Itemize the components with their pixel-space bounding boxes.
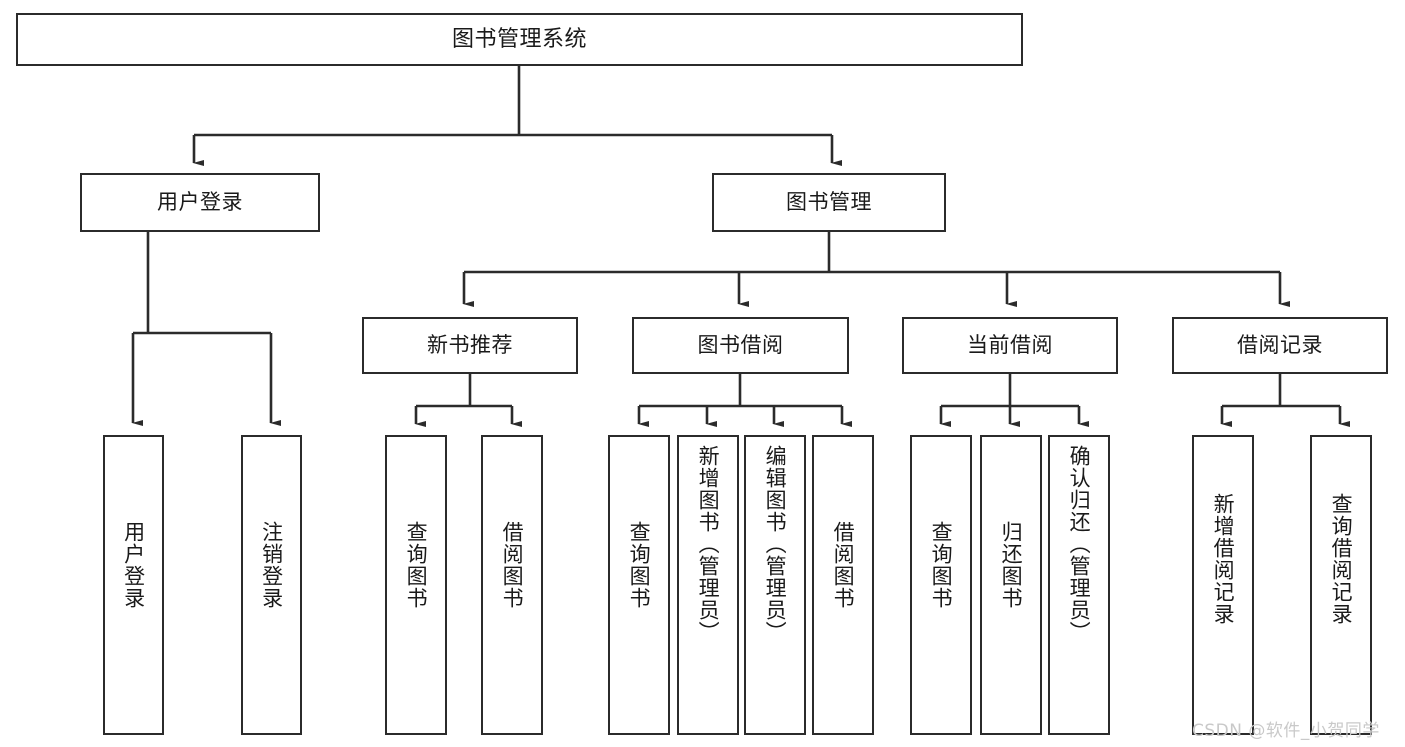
node-book-borrowing[interactable]: 图书借阅 bbox=[632, 317, 849, 374]
leaf-return-book[interactable]: 归还图书 bbox=[980, 435, 1042, 735]
node-label: 当前借阅 bbox=[967, 333, 1053, 358]
leaf-query-borrow-record[interactable]: 查询借阅记录 bbox=[1310, 435, 1372, 735]
node-label: 图书管理 bbox=[786, 190, 872, 215]
leaf-add-borrow-record[interactable]: 新增借阅记录 bbox=[1192, 435, 1254, 735]
node-label: 用户登录 bbox=[157, 190, 243, 215]
node-label: 查询图书 bbox=[929, 521, 954, 609]
leaf-logout[interactable]: 注销登录 bbox=[241, 435, 302, 735]
node-root-book-management-system[interactable]: 图书管理系统 bbox=[16, 13, 1023, 66]
node-label: 新增图书（管理员） bbox=[696, 445, 721, 643]
node-label: 图书管理系统 bbox=[451, 26, 587, 52]
leaf-confirm-return-admin[interactable]: 确认归还（管理员） bbox=[1048, 435, 1110, 735]
node-label: 归还图书 bbox=[999, 521, 1024, 609]
node-label: 借阅记录 bbox=[1237, 333, 1323, 358]
node-user-login[interactable]: 用户登录 bbox=[80, 173, 320, 232]
node-label: 新书推荐 bbox=[427, 333, 513, 358]
csdn-watermark: CSDN @软件_小贺同学 bbox=[1192, 721, 1380, 741]
node-book-management[interactable]: 图书管理 bbox=[712, 173, 946, 232]
leaf-add-book-admin[interactable]: 新增图书（管理员） bbox=[677, 435, 739, 735]
leaf-query-book-new-rec[interactable]: 查询图书 bbox=[385, 435, 447, 735]
leaf-borrow-book-new-rec[interactable]: 借阅图书 bbox=[481, 435, 543, 735]
node-label: 查询图书 bbox=[627, 521, 652, 609]
node-label: 新增借阅记录 bbox=[1211, 493, 1236, 625]
node-label: 确认归还（管理员） bbox=[1067, 445, 1092, 643]
node-label: 图书借阅 bbox=[697, 333, 784, 358]
leaf-borrow-book[interactable]: 借阅图书 bbox=[812, 435, 874, 735]
leaf-query-book-borrow[interactable]: 查询图书 bbox=[608, 435, 670, 735]
node-current-borrowing[interactable]: 当前借阅 bbox=[902, 317, 1118, 374]
node-label: 编辑图书（管理员） bbox=[763, 445, 788, 643]
leaf-edit-book-admin[interactable]: 编辑图书（管理员） bbox=[744, 435, 806, 735]
node-label: 注销登录 bbox=[259, 521, 284, 609]
leaf-user-login[interactable]: 用户登录 bbox=[103, 435, 164, 735]
node-borrowing-record[interactable]: 借阅记录 bbox=[1172, 317, 1388, 374]
node-label: 查询图书 bbox=[404, 521, 429, 609]
node-label: 用户登录 bbox=[121, 521, 146, 609]
node-new-book-recommendation[interactable]: 新书推荐 bbox=[362, 317, 578, 374]
node-label: 查询借阅记录 bbox=[1329, 493, 1354, 625]
leaf-query-book-current[interactable]: 查询图书 bbox=[910, 435, 972, 735]
node-label: 借阅图书 bbox=[831, 521, 856, 609]
node-label: 借阅图书 bbox=[500, 521, 525, 609]
